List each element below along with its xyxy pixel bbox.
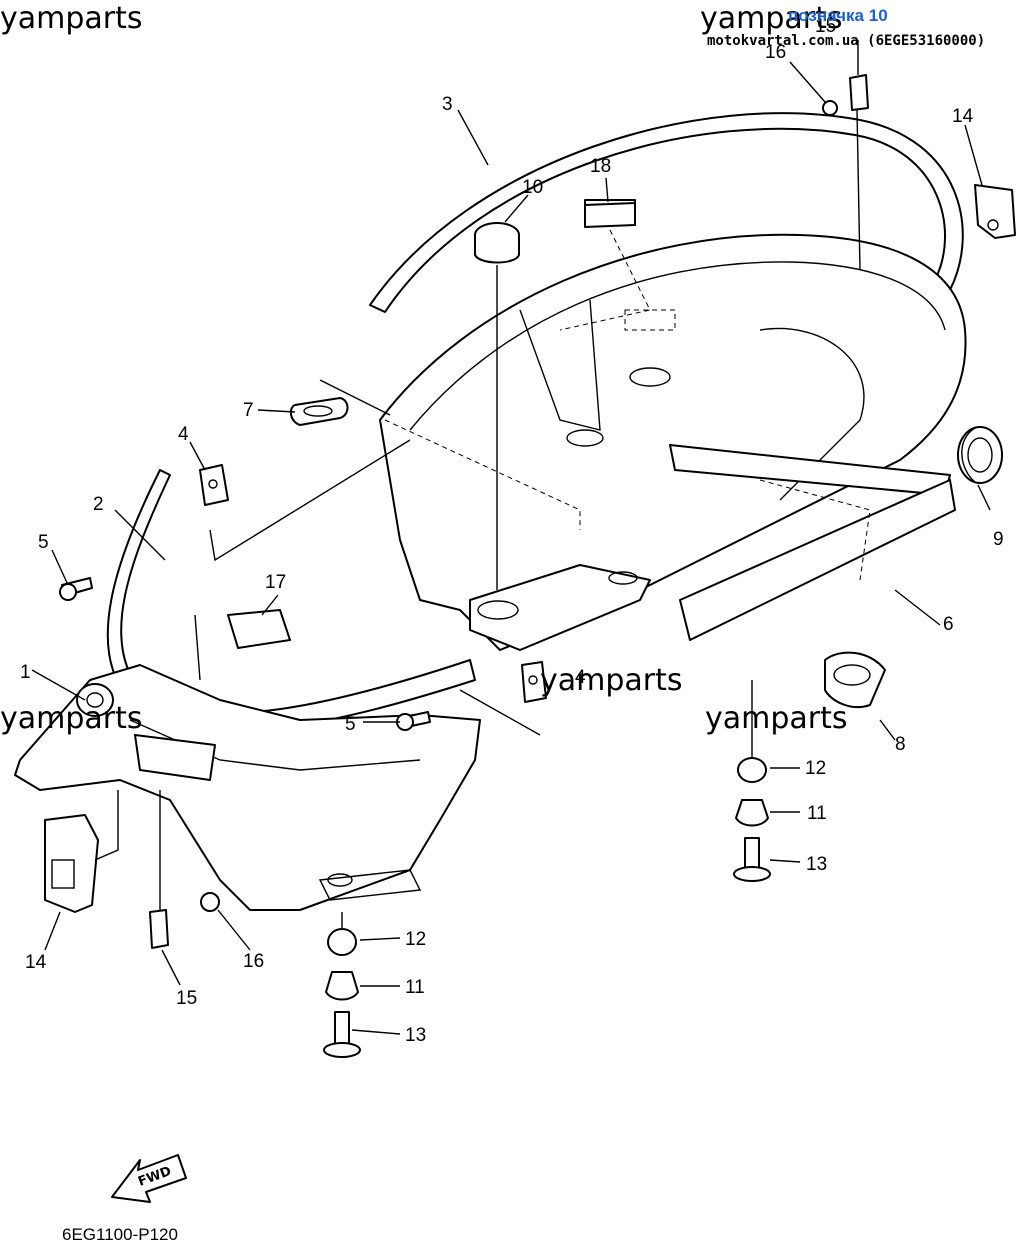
grommet-part-7 — [289, 397, 349, 426]
callout-4-right: 4 — [575, 667, 586, 688]
callout-14-right: 14 — [952, 106, 974, 127]
callout-16-bottom: 16 — [243, 951, 264, 972]
callout-14-left: 14 — [25, 952, 47, 973]
callout-15-bottom: 15 — [176, 988, 197, 1009]
watermark-left: yamparts — [0, 701, 143, 736]
diagram-code: 6EG1100-P120 — [62, 1225, 178, 1244]
watermark-right: yamparts — [705, 701, 848, 736]
callout-5-left: 5 — [38, 532, 49, 553]
screw-part-5-left — [59, 577, 93, 601]
source-line: motokvartal.com.ua (6EGE53160000) — [707, 33, 985, 49]
label-part-18 — [584, 202, 636, 228]
plug-part-10 — [474, 222, 520, 590]
callout-12-left: 12 — [405, 929, 426, 950]
callout-1: 1 — [20, 662, 31, 683]
bottom-cowling-upper — [379, 199, 967, 651]
callout-6: 6 — [943, 614, 954, 635]
callout-2: 2 — [93, 494, 104, 515]
callout-17: 17 — [265, 572, 286, 593]
bracket-part-14-right — [974, 184, 1016, 239]
callout-3: 3 — [442, 94, 453, 115]
pad-part-17 — [227, 609, 291, 649]
callouts: 1 2 3 4 4 5 5 6 7 8 9 10 11 11 12 12 13 … — [20, 16, 1004, 1046]
leader-lines — [31, 40, 991, 1035]
callout-11-left: 11 — [405, 977, 425, 998]
callout-7: 7 — [243, 400, 254, 421]
clip-part-4-right — [521, 661, 547, 703]
watermark-top-left: yamparts — [0, 1, 143, 36]
callout-8: 8 — [895, 734, 906, 755]
screw-part-16-bottom — [200, 892, 220, 912]
mount-stack-right — [733, 680, 771, 882]
bracket-part-14-left — [44, 814, 99, 913]
clip-part-15-bottom — [149, 909, 169, 949]
grommet-part-8 — [824, 651, 886, 709]
grommet-part-9 — [957, 426, 1003, 484]
clip-part-15-top — [849, 74, 869, 111]
callout-13-right: 13 — [806, 854, 827, 875]
callout-15-top: 15 — [815, 16, 836, 37]
mount-stack-left — [323, 912, 361, 1058]
clip-part-4-left — [199, 464, 229, 506]
callout-11-right: 11 — [807, 803, 827, 824]
bottom-cowling-part-1 — [14, 664, 481, 911]
watermark-top-right: yamparts — [700, 1, 843, 36]
callout-4-left: 4 — [178, 424, 189, 445]
callout-10: 10 — [522, 177, 543, 198]
callout-12-right: 12 — [805, 758, 826, 779]
watermark-center: yamparts — [540, 663, 683, 698]
forward-arrow-icon: FWD — [111, 1154, 187, 1203]
screw-part-5-right — [396, 711, 431, 731]
watermarks: yamparts yamparts yamparts yamparts yamp… — [0, 1, 848, 736]
callout-5-right: 5 — [345, 714, 356, 735]
screw-part-16-top — [822, 100, 838, 116]
callout-18: 18 — [590, 156, 611, 177]
callout-13-left: 13 — [405, 1025, 426, 1046]
callout-9: 9 — [993, 529, 1004, 550]
callout-16-top: 16 — [765, 42, 786, 63]
highlight-label: позначка 10 — [788, 6, 888, 25]
